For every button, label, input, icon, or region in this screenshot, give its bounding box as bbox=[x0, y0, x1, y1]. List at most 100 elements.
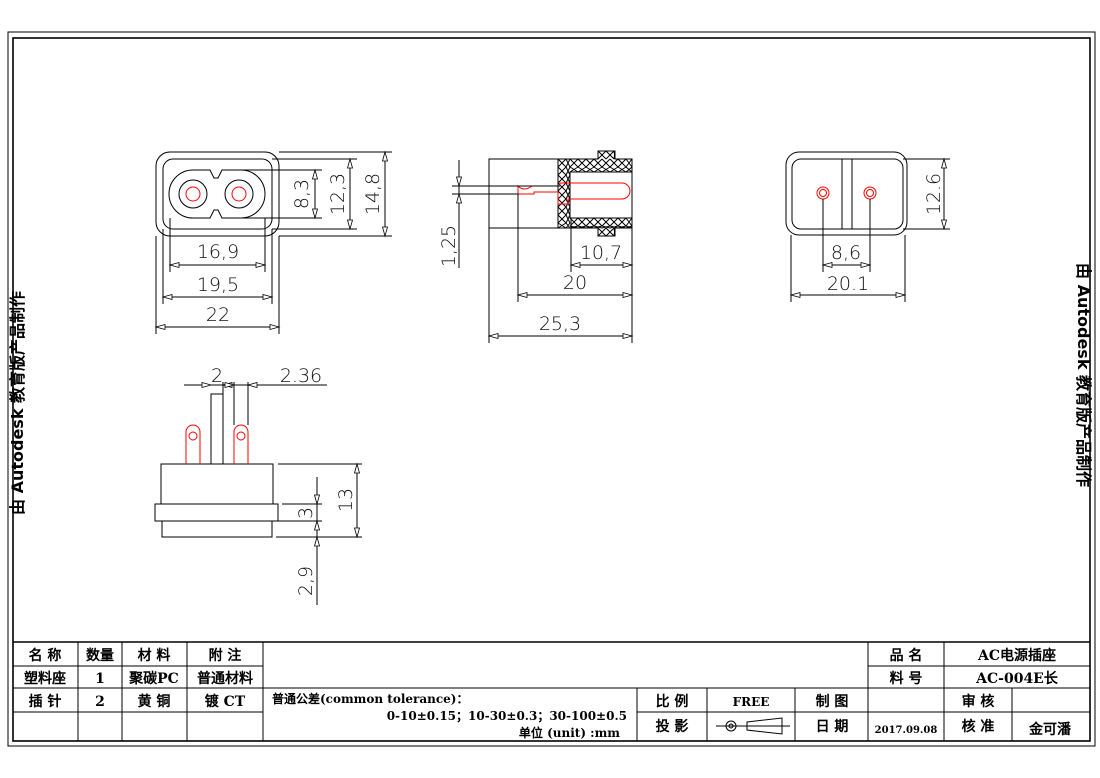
front-inner-recess bbox=[162, 158, 273, 230]
header-note: 附 注 bbox=[209, 647, 242, 664]
hatch-mark bbox=[569, 166, 579, 173]
front-outer-body bbox=[155, 151, 280, 237]
dimension-arrow bbox=[516, 291, 528, 299]
svg-text:制 图: 制 图 bbox=[816, 693, 849, 710]
hatch-mark bbox=[593, 166, 603, 173]
dimension-arrow bbox=[311, 208, 319, 220]
dim-8-6: 8,6 bbox=[831, 242, 861, 264]
watermark-right: 由 Autodesk 教育版产品制作 bbox=[1074, 263, 1093, 487]
unit: 单位 (unit) :mm bbox=[519, 725, 620, 740]
side-section-view: 1,25 10,7 20 25,3 bbox=[438, 150, 633, 343]
svg-text:镀 CT: 镀 CT bbox=[205, 693, 246, 710]
hatch-mark bbox=[565, 158, 571, 168]
dim-2-36: 2.36 bbox=[280, 365, 322, 387]
dimension-arrow bbox=[895, 291, 907, 299]
dimension-arrow bbox=[313, 535, 321, 547]
rear-view: 8,6 20.1 12.6 bbox=[785, 151, 950, 302]
rear-inner bbox=[791, 158, 904, 230]
hatch-mark bbox=[585, 158, 595, 168]
hatch-mark bbox=[565, 222, 571, 229]
dimension-arrow bbox=[487, 332, 499, 340]
pin-right bbox=[231, 186, 247, 202]
hatch-mark bbox=[565, 174, 571, 184]
hatch-mark bbox=[605, 150, 615, 160]
svg-text:比 例: 比 例 bbox=[656, 693, 689, 710]
dim-20-1: 20.1 bbox=[827, 273, 869, 295]
dimension-arrow bbox=[246, 381, 258, 389]
hatch-mark bbox=[609, 166, 619, 173]
svg-text:聚碳PC: 聚碳PC bbox=[128, 670, 179, 687]
svg-text:核 准: 核 准 bbox=[962, 718, 995, 735]
hatch-mark bbox=[569, 158, 579, 168]
svg-text:黄 铜: 黄 铜 bbox=[138, 693, 171, 710]
svg-text:2: 2 bbox=[95, 694, 105, 710]
dimension-arrow bbox=[161, 293, 173, 301]
projection-symbol-icon bbox=[716, 717, 790, 735]
contact-hole-right bbox=[224, 179, 254, 209]
dim-12-6: 12.6 bbox=[923, 173, 945, 215]
front-view: 16,9 19,5 22 8,3 12,3 14,8 bbox=[155, 151, 392, 334]
header-material: 材 料 bbox=[138, 647, 171, 664]
dimension-arrow bbox=[622, 291, 634, 299]
hatch-mark bbox=[617, 166, 627, 173]
dimension-arrow bbox=[168, 261, 180, 269]
svg-text:塑料座: 塑料座 bbox=[24, 670, 66, 687]
dimension-arrow bbox=[381, 150, 389, 162]
hatch-mark bbox=[625, 166, 633, 173]
hatch-mark bbox=[557, 198, 567, 208]
svg-text:投 影: 投 影 bbox=[656, 719, 689, 735]
tolerance-values: 0-10±0.15；10-30±0.3；30-100±0.5 bbox=[387, 709, 627, 723]
rear-outer-body bbox=[785, 151, 908, 236]
pin-section bbox=[517, 182, 631, 205]
svg-text:插 针: 插 针 bbox=[29, 693, 62, 710]
contact-hole-left bbox=[178, 179, 208, 209]
pin-left bbox=[185, 186, 201, 202]
figure-eight-socket bbox=[168, 169, 266, 219]
dimension-arrow bbox=[269, 323, 281, 331]
pin-view: 2 2.36 13 3 2,9 bbox=[154, 365, 362, 605]
hatch-mark bbox=[565, 206, 571, 216]
hatch-mark bbox=[625, 158, 633, 168]
hatch-mark bbox=[585, 217, 595, 227]
dim-10-7: 10,7 bbox=[580, 242, 622, 264]
cavity bbox=[569, 171, 632, 219]
hatch-mark bbox=[593, 158, 603, 168]
dimension-arrow bbox=[940, 219, 948, 231]
dimension-arrow bbox=[224, 381, 236, 389]
dim-25-3: 25,3 bbox=[539, 313, 581, 335]
hatch-mark bbox=[585, 166, 595, 173]
hatch-mark bbox=[577, 217, 587, 227]
dimension-arrow bbox=[622, 261, 634, 269]
hatch-mark bbox=[577, 158, 587, 168]
hatch-mark bbox=[565, 214, 571, 224]
dimension-arrow bbox=[381, 226, 389, 238]
hatch-mark bbox=[557, 166, 567, 176]
hatch-mark bbox=[565, 166, 571, 176]
dim-3: 3 bbox=[295, 507, 317, 519]
hatch-mark bbox=[609, 217, 619, 227]
hatch-mark bbox=[557, 222, 567, 229]
hatch-mark bbox=[597, 227, 607, 237]
dim-1-25: 1,25 bbox=[438, 225, 460, 267]
product-name: AC电源插座 bbox=[977, 647, 1056, 664]
dim-20: 20 bbox=[563, 272, 587, 294]
header-qty: 数量 bbox=[86, 647, 114, 664]
svg-text:日 期: 日 期 bbox=[816, 719, 849, 735]
hatch-mark bbox=[557, 206, 567, 216]
dim-19-5: 19,5 bbox=[197, 274, 239, 296]
hatched-section bbox=[557, 150, 633, 237]
part-number: AC-004E长 bbox=[975, 670, 1059, 687]
tolerance-label: 普通公差(common tolerance)： bbox=[272, 691, 468, 706]
hatch-mark bbox=[601, 217, 611, 227]
hatch-mark bbox=[557, 174, 567, 184]
dim-13: 13 bbox=[335, 488, 357, 512]
dimension-arrow bbox=[569, 261, 581, 269]
dimension-arrow bbox=[154, 323, 166, 331]
dimension-arrow bbox=[789, 291, 801, 299]
dim-2: 2 bbox=[211, 365, 223, 387]
hatch-mark bbox=[557, 214, 567, 224]
svg-text:普通材料: 普通材料 bbox=[197, 670, 253, 687]
hatch-mark bbox=[601, 225, 611, 229]
approver: 金可潘 bbox=[1028, 721, 1072, 738]
dim-2-9: 2,9 bbox=[295, 566, 317, 596]
